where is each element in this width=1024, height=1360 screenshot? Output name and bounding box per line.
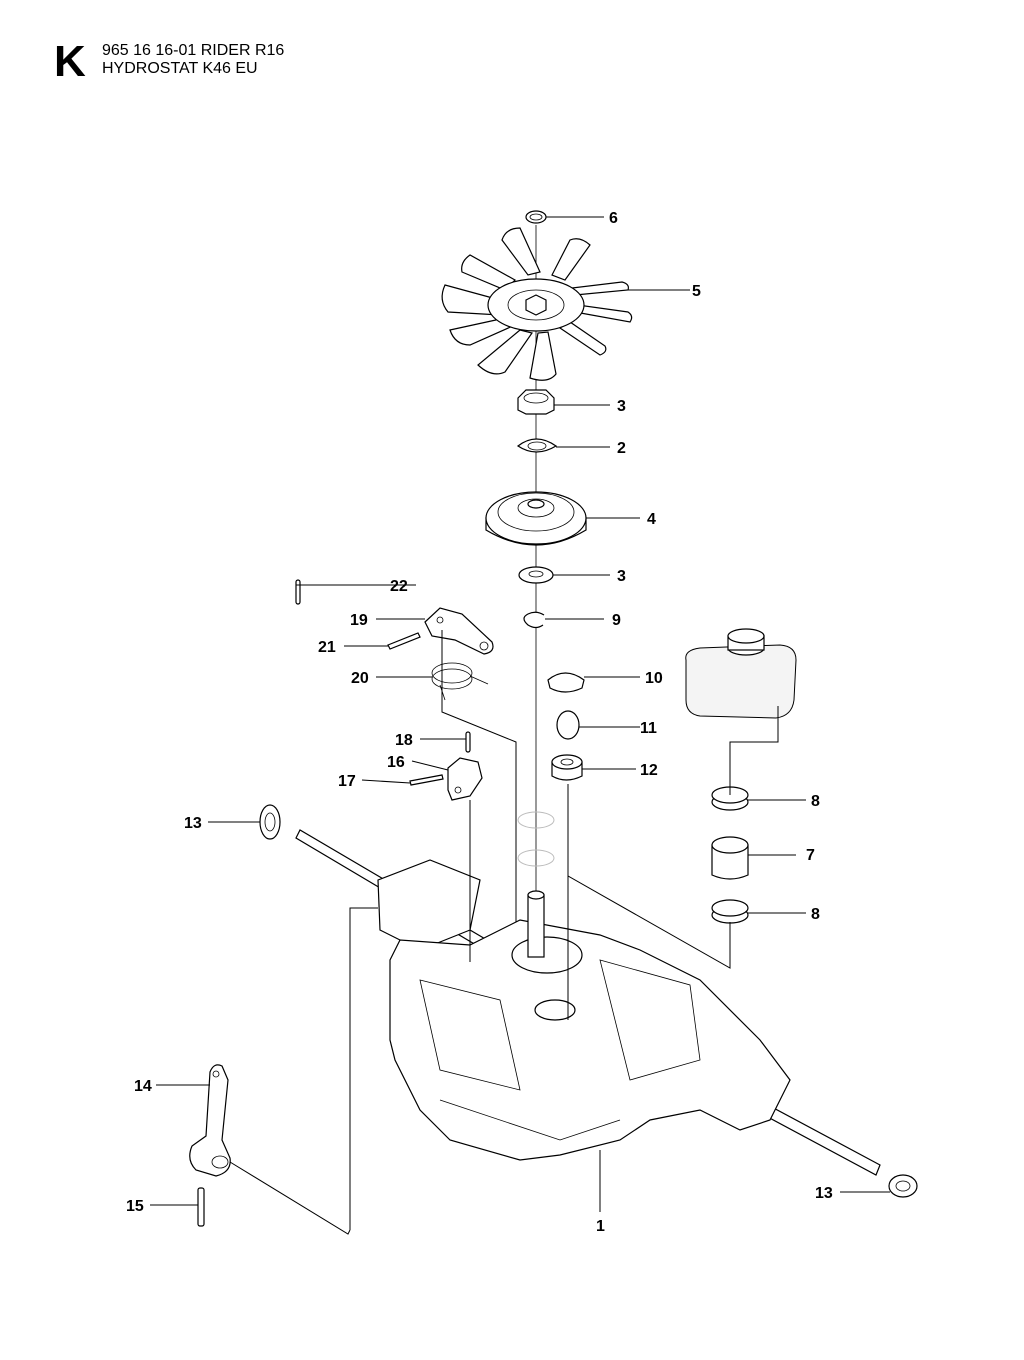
callout-15: 15 xyxy=(126,1198,144,1215)
part-17-pin xyxy=(409,774,444,786)
expansion-tank xyxy=(685,628,797,719)
part-18-pin xyxy=(465,731,471,753)
part-3-spacer-lower xyxy=(518,566,554,584)
part-8-clamp-lower xyxy=(711,899,749,924)
part-13-seal-left xyxy=(259,804,281,840)
callout-4: 4 xyxy=(647,511,656,528)
part-5-fan xyxy=(441,227,633,381)
ghost-bearings xyxy=(517,811,555,867)
part-4-pulley xyxy=(485,491,587,546)
assembly-title: HYDROSTAT K46 EU xyxy=(102,60,258,77)
part-6-circlip xyxy=(525,210,547,224)
callout-14: 14 xyxy=(134,1078,152,1095)
part-11-disc xyxy=(556,710,580,740)
model-title: 965 16 16-01 RIDER R16 xyxy=(102,42,285,59)
part-1-transaxle xyxy=(295,829,881,1176)
leader-lines xyxy=(150,216,890,1212)
callout-22: 22 xyxy=(390,578,408,595)
callout-8-upper: 8 xyxy=(811,793,820,810)
callout-19: 19 xyxy=(350,612,368,629)
callout-7: 7 xyxy=(806,847,815,864)
part-19-control-arm xyxy=(424,607,494,655)
callout-2: 2 xyxy=(617,440,626,457)
callout-18: 18 xyxy=(395,732,413,749)
part-22-pin xyxy=(295,579,301,605)
callout-17: 17 xyxy=(338,773,356,790)
callout-10: 10 xyxy=(645,670,663,687)
part-8-clamp-upper xyxy=(711,786,749,811)
assembly-lines xyxy=(229,630,779,1235)
part-16-lever xyxy=(447,757,483,801)
callout-13-right: 13 xyxy=(815,1185,833,1202)
callout-20: 20 xyxy=(351,670,369,687)
part-7-hose xyxy=(711,836,749,880)
part-10-plug xyxy=(547,672,585,693)
callout-16: 16 xyxy=(387,754,405,771)
part-3-nut-upper xyxy=(517,389,555,415)
section-letter: K xyxy=(54,37,86,86)
part-12-bushing xyxy=(551,754,583,781)
part-20-spring xyxy=(431,662,489,701)
part-13-seal-right xyxy=(888,1174,918,1198)
callout-13-left: 13 xyxy=(184,815,202,832)
callout-3-lower: 3 xyxy=(617,568,626,585)
callout-3-upper: 3 xyxy=(617,398,626,415)
part-14-lever xyxy=(189,1064,231,1177)
callout-5: 5 xyxy=(692,283,701,300)
callout-9: 9 xyxy=(612,612,621,629)
callout-6: 6 xyxy=(609,210,618,227)
callout-11: 11 xyxy=(640,720,657,737)
callout-labels: 6 5 3 2 4 3 9 22 19 21 20 18 16 17 10 11… xyxy=(126,210,833,1235)
part-9-retaining-ring xyxy=(523,611,545,629)
callout-8-lower: 8 xyxy=(811,906,820,923)
part-21-pin xyxy=(387,632,421,650)
callout-21: 21 xyxy=(318,639,336,656)
part-15-pin xyxy=(197,1187,205,1227)
part-2-washer xyxy=(516,438,558,453)
callout-12: 12 xyxy=(640,762,658,779)
callout-1: 1 xyxy=(596,1218,605,1235)
